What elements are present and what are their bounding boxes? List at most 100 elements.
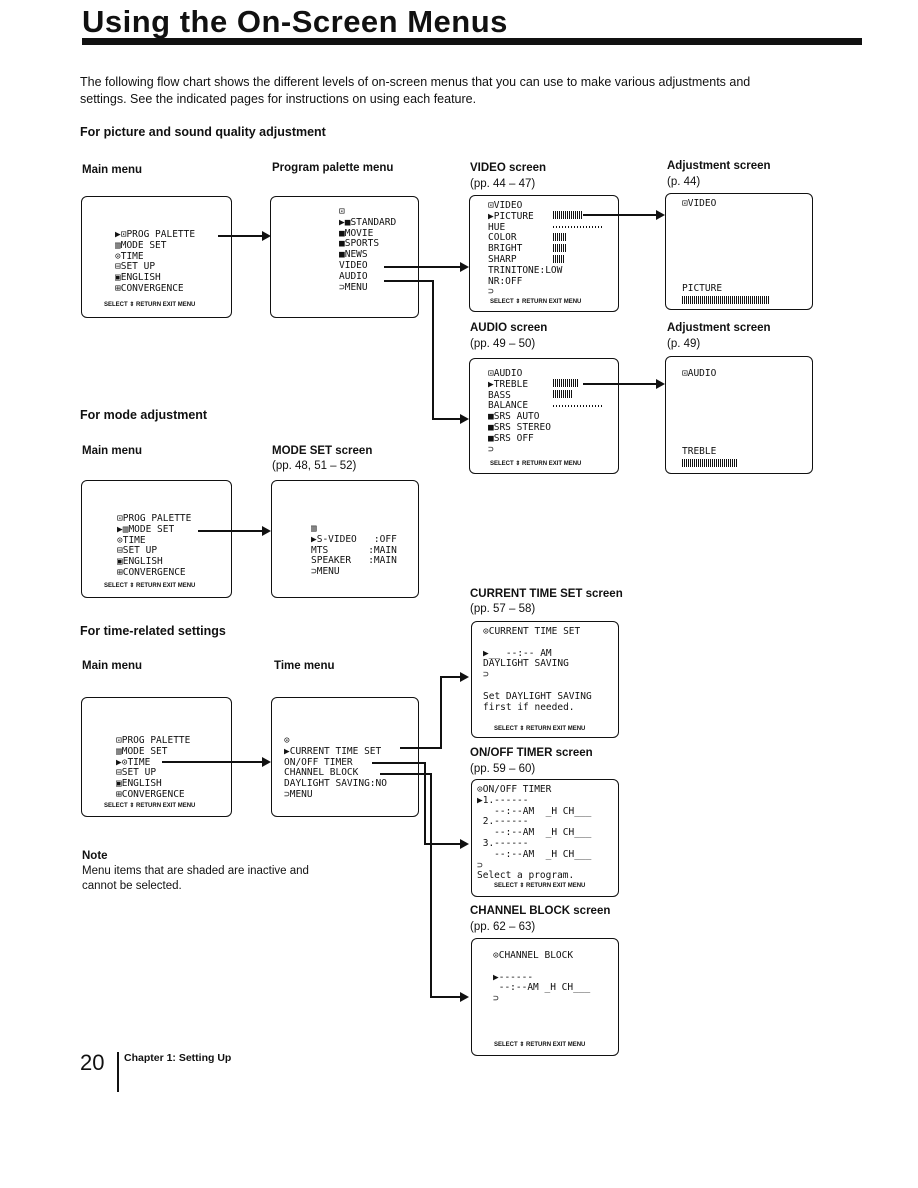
flow-line-main-to-palette (218, 235, 266, 237)
intro-paragraph: The following flow chart shows the diffe… (80, 75, 751, 106)
adj-video-level-bar (682, 296, 770, 304)
onoff-timer-items: ⊙ON/OFF TIMER ▶1.------ --:--AM _H CH___… (477, 784, 592, 882)
label-onoff-screen: ON/OFF TIMER screen (470, 747, 593, 759)
arrow-right-icon (656, 379, 665, 389)
chapter-label: Chapter 1: Setting Up (124, 1052, 232, 1064)
label-mode-pages: (pp. 48, 51 – 52) (272, 460, 357, 472)
flow-line-main-to-time (162, 761, 266, 763)
note-text: Menu items that are shaded are inactive … (82, 865, 309, 892)
flow-line-time-current-v (440, 676, 442, 749)
label-adjustment-video: Adjustment screen (667, 160, 771, 172)
treble-level-bar (553, 379, 579, 387)
current-time-items: ⊙CURRENT TIME SET ▶__ --:-- AM DAYLIGHT … (483, 626, 592, 713)
sharp-level-bar (553, 255, 565, 263)
screen-bottom-bar: SELECT ⇕ RETURN EXIT MENU (490, 461, 582, 467)
audio-items: ⊡AUDIO ▶TREBLE BASS BALANCE ■SRS AUTO ■S… (488, 368, 551, 455)
flow-line-time-onoff-h (372, 762, 426, 764)
screen-bottom-bar: SELECT ⇕ RETURN EXIT MENU (494, 883, 586, 889)
label-channel-block-screen: CHANNEL BLOCK screen (470, 905, 611, 917)
palette-items: ⊡ ▶■STANDARD ■MOVIE ■SPORTS ■NEWS VIDEO … (339, 206, 397, 293)
arrow-right-icon (460, 672, 469, 682)
label-mode-set-screen: MODE SET screen (272, 445, 373, 457)
flow-line-palette-audio-end (432, 418, 464, 420)
flow-line-audio-to-adjust (583, 383, 659, 385)
channel-block-items: ⊙CHANNEL BLOCK ▶------ --:--AM _H CH___ … (493, 950, 591, 1005)
adj-video-item: PICTURE (682, 283, 723, 294)
arrow-right-icon (262, 757, 271, 767)
flow-line-time-channel-end (430, 996, 464, 998)
flow-line-palette-to-video (384, 266, 464, 268)
section-heading-mode: For mode adjustment (80, 408, 208, 422)
video-screen: ⊡VIDEO ▶PICTURE HUE COLOR BRIGHT SHARP T… (469, 195, 619, 312)
picture-level-bar (553, 211, 583, 219)
main-menu-screen-1: ▶⊡PROG PALETTE ▥MODE SET ⊙TIME ⊟SET UP ▣… (81, 196, 232, 318)
screen-bottom-bar: SELECT ⇕ RETURN EXIT MENU (490, 299, 582, 305)
section-heading-time: For time-related settings (80, 624, 226, 638)
time-menu-screen: ⊙ ▶CURRENT TIME SET ON/OFF TIMER CHANNEL… (271, 697, 419, 817)
flow-line-video-to-adjust (583, 214, 659, 216)
arrow-right-icon (262, 526, 271, 536)
label-program-palette: Program palette menu (272, 162, 394, 174)
main-menu-items: ⊡PROG PALETTE ▶▥MODE SET ⊙TIME ⊟SET UP ▣… (117, 513, 192, 578)
main-menu-items: ▶⊡PROG PALETTE ▥MODE SET ⊙TIME ⊟SET UP ▣… (115, 229, 196, 294)
screen-bottom-bar: SELECT ⇕ RETURN EXIT MENU (104, 583, 196, 589)
label-adjustment-audio: Adjustment screen (667, 322, 771, 334)
label-current-time-screen: CURRENT TIME SET screen (470, 588, 623, 600)
flow-line-time-channel-v (430, 773, 432, 997)
screen-bottom-bar: SELECT ⇕ RETURN EXIT MENU (494, 1042, 586, 1048)
label-video-screen: VIDEO screen (470, 162, 547, 174)
arrow-right-icon (656, 210, 665, 220)
note-heading: Note (82, 850, 108, 862)
flow-line-palette-audio-v (432, 280, 434, 419)
main-menu-screen-3: ⊡PROG PALETTE ▥MODE SET ▶⊙TIME ⊟SET UP ▣… (81, 697, 232, 817)
arrow-right-icon (460, 992, 469, 1002)
program-palette-screen: ⊡ ▶■STANDARD ■MOVIE ■SPORTS ■NEWS VIDEO … (270, 196, 419, 318)
mode-set-screen: ▥ ▶S-VIDEO :OFF MTS :MAIN SPEAKER :MAIN … (271, 480, 419, 598)
section-heading-picture: For picture and sound quality adjustment (80, 125, 326, 139)
screen-bottom-bar: SELECT ⇕ RETURN EXIT MENU (104, 803, 196, 809)
flow-line-main-to-modeset (198, 530, 266, 532)
channel-block-screen: ⊙CHANNEL BLOCK ▶------ --:--AM _H CH___ … (471, 938, 619, 1056)
label-adj-audio-pages: (p. 49) (667, 338, 701, 350)
footer-divider (117, 1052, 119, 1092)
arrow-right-icon (460, 262, 469, 272)
label-main-menu-3: Main menu (82, 660, 143, 672)
flow-line-time-current-h (400, 747, 442, 749)
balance-level-bar (553, 405, 603, 407)
adj-video-title: ⊡VIDEO (682, 198, 717, 209)
time-menu-items: ⊙ ▶CURRENT TIME SET ON/OFF TIMER CHANNEL… (284, 735, 387, 800)
adjustment-video-screen: ⊡VIDEO PICTURE (665, 193, 813, 310)
label-main-menu-2: Main menu (82, 445, 143, 457)
onoff-timer-screen: ⊙ON/OFF TIMER ▶1.------ --:--AM _H CH___… (471, 779, 619, 897)
adjustment-audio-screen: ⊡AUDIO TREBLE (665, 356, 813, 474)
bright-level-bar (553, 244, 567, 252)
adj-audio-level-bar (682, 459, 738, 467)
bass-level-bar (553, 390, 573, 398)
label-audio-screen: AUDIO screen (470, 322, 548, 334)
flow-line-time-current-end (440, 676, 464, 678)
screen-bottom-bar: SELECT ⇕ RETURN EXIT MENU (494, 726, 586, 732)
current-time-screen: ⊙CURRENT TIME SET ▶__ --:-- AM DAYLIGHT … (471, 621, 619, 738)
title-rule (82, 38, 862, 45)
label-audio-pages: (pp. 49 – 50) (470, 338, 536, 350)
color-level-bar (553, 233, 567, 241)
page-number: 20 (80, 1050, 105, 1075)
adj-audio-title: ⊡AUDIO (682, 368, 717, 379)
mode-set-items: ▥ ▶S-VIDEO :OFF MTS :MAIN SPEAKER :MAIN … (311, 523, 397, 578)
flow-line-time-channel-h (380, 773, 432, 775)
arrow-right-icon (262, 231, 271, 241)
label-main-menu-1: Main menu (82, 164, 143, 176)
hue-level-bar (553, 226, 603, 228)
arrow-right-icon (460, 414, 469, 424)
arrow-right-icon (460, 839, 469, 849)
audio-screen: ⊡AUDIO ▶TREBLE BASS BALANCE ■SRS AUTO ■S… (469, 358, 619, 474)
video-items: ⊡VIDEO ▶PICTURE HUE COLOR BRIGHT SHARP T… (488, 200, 563, 298)
label-video-pages: (pp. 44 – 47) (470, 178, 536, 190)
flow-line-palette-audio-h (384, 280, 434, 282)
screen-bottom-bar: SELECT ⇕ RETURN EXIT MENU (104, 302, 196, 308)
page-title: Using the On-Screen Menus (82, 4, 508, 39)
label-onoff-pages: (pp. 59 – 60) (470, 763, 536, 775)
adj-audio-item: TREBLE (682, 446, 717, 457)
label-adj-video-pages: (p. 44) (667, 176, 701, 188)
label-current-time-pages: (pp. 57 – 58) (470, 603, 536, 615)
